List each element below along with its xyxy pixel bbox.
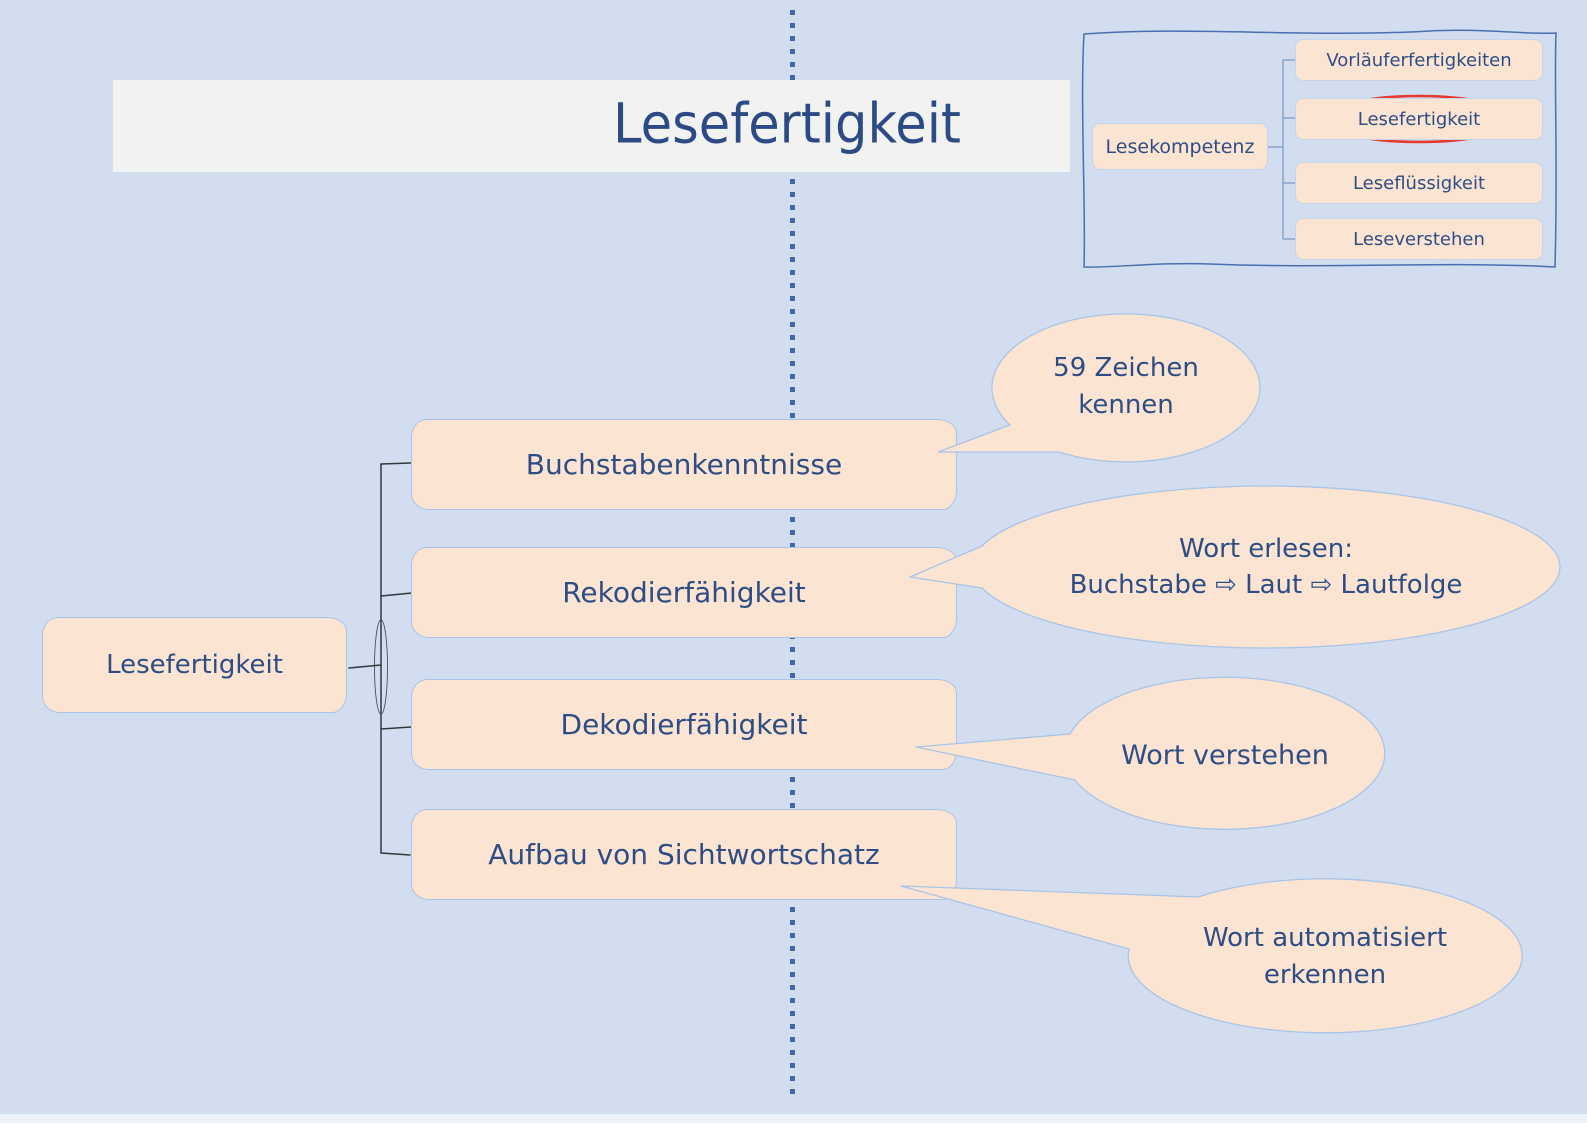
- minimap-item-lesefluessigkeit[interactable]: Leseflüssigkeit: [1295, 162, 1543, 204]
- page-title: Lesefertigkeit: [613, 91, 961, 156]
- callout-shape-wort-verstehen: [915, 676, 1386, 830]
- node-dekodierfaehigkeit[interactable]: Dekodierfähigkeit: [411, 679, 957, 770]
- node-label: Lesefertigkeit: [106, 650, 283, 680]
- minimap-label: Vorläuferfertigkeiten: [1326, 49, 1512, 71]
- node-label: Aufbau von Sichtwortschatz: [488, 838, 880, 871]
- node-rekodierfaehigkeit[interactable]: Rekodierfähigkeit: [411, 547, 957, 638]
- callout-line: erkennen: [1263, 960, 1387, 990]
- callout-shape-wort-automatisiert: [900, 878, 1523, 1034]
- minimap-label: Leseverstehen: [1353, 228, 1485, 250]
- minimap-item-lesekompetenz[interactable]: Lesekompetenz: [1092, 123, 1268, 170]
- node-lesefertigkeit-root[interactable]: Lesefertigkeit: [42, 617, 347, 713]
- minimap-border: [1081, 29, 1557, 268]
- minimap-label: Leseflüssigkeit: [1352, 172, 1486, 194]
- callout-wort-automatisiert[interactable]: Wort automatisiert erkennen: [1125, 920, 1525, 994]
- title-banner: Lesefertigkeit: [113, 80, 1070, 172]
- node-label: Rekodierfähigkeit: [562, 576, 806, 609]
- node-buchstabenkenntnisse[interactable]: Buchstabenkenntnisse: [411, 419, 957, 510]
- node-label: Dekodierfähigkeit: [560, 708, 808, 741]
- minimap-label: Lesekompetenz: [1105, 135, 1255, 158]
- callout-59-zeichen[interactable]: 59 Zeichen kennen: [1006, 350, 1246, 424]
- callout-line: Wort automatisiert: [1202, 923, 1448, 953]
- minimap-item-lesefertigkeit[interactable]: Lesefertigkeit: [1295, 98, 1543, 140]
- node-label: Buchstabenkenntnisse: [525, 448, 843, 481]
- node-aufbau-von-sichtwortschatz[interactable]: Aufbau von Sichtwortschatz: [411, 809, 957, 900]
- callout-line: Wort erlesen:: [1179, 534, 1353, 564]
- minimap: Lesekompetenz Vorläuferfertigkeiten Lese…: [1070, 22, 1570, 278]
- callout-shape-wort-erlesen: [909, 485, 1561, 649]
- minimap-item-vorlaeuferfertigkeiten[interactable]: Vorläuferfertigkeiten: [1295, 39, 1543, 81]
- callout-wort-erlesen[interactable]: Wort erlesen: Buchstabe ⇨ Laut ⇨ Lautfol…: [966, 531, 1566, 603]
- callout-wort-verstehen[interactable]: Wort verstehen: [1065, 737, 1385, 774]
- minimap-item-leseverstehen[interactable]: Leseverstehen: [1295, 218, 1543, 260]
- minimap-label: Lesefertigkeit: [1357, 108, 1481, 130]
- callout-line: Buchstabe ⇨ Laut ⇨ Lautfolge: [1069, 570, 1463, 600]
- slide-bottom-strip: [0, 1114, 1587, 1123]
- callout-line: Wort verstehen: [1121, 740, 1329, 771]
- callout-shape-59-zeichen: [937, 313, 1261, 463]
- callout-line: 59 Zeichen: [1053, 353, 1199, 383]
- callout-line: kennen: [1078, 390, 1174, 420]
